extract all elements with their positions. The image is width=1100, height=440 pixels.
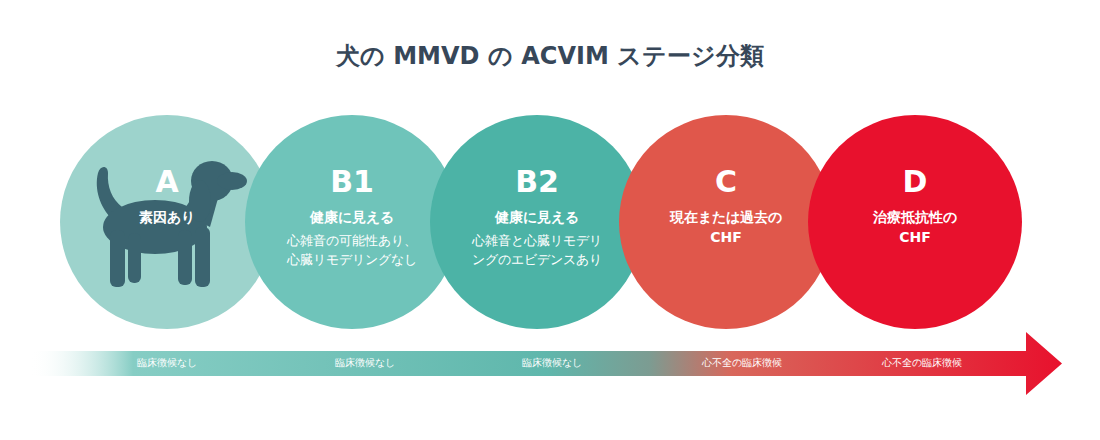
stage-letter: D <box>903 165 928 199</box>
stage-sign-label: 臨床徴候なし <box>137 356 197 370</box>
circle-fill <box>245 115 459 329</box>
stage-heading: 素因あり <box>92 207 242 227</box>
diagram-title: 犬の MMVD の ACVIM ステージ分類 <box>0 40 1100 72</box>
stage-letter: B1 <box>330 165 374 199</box>
stage-circle: D 治療抵抗性の CHF <box>808 115 1022 329</box>
stage-heading: 健康に見える <box>462 207 612 227</box>
circle-fill <box>619 115 833 329</box>
circle-content: B2 健康に見える心雑音と心臓リモデリングのエビデンスあり <box>430 115 644 269</box>
stage-circle: C 現在または過去の CHF <box>619 115 833 329</box>
circle-fill <box>430 115 644 329</box>
stage-description: 心雑音の可能性あり、心臓リモデリングなし <box>285 231 420 269</box>
circle-content: D 治療抵抗性の CHF <box>808 115 1022 247</box>
stage-circle: A 素因あり <box>60 115 274 329</box>
stage-sign-label: 臨床徴候なし <box>522 356 582 370</box>
stage-letter: B2 <box>515 165 559 199</box>
stage-heading: 治療抵抗性の CHF <box>865 207 965 247</box>
stage-letter: A <box>155 165 178 199</box>
stage-circle: B1 健康に見える心雑音の可能性あり、心臓リモデリングなし <box>245 115 459 329</box>
stage-letter: C <box>715 165 737 199</box>
stage-description: 心雑音と心臓リモデリングのエビデンスあり <box>470 231 605 269</box>
stage-sign-label: 心不全の臨床徴候 <box>702 356 782 370</box>
stage-sign-label: 臨床徴候なし <box>335 356 395 370</box>
circle-content: B1 健康に見える心雑音の可能性あり、心臓リモデリングなし <box>245 115 459 269</box>
circle-fill <box>808 115 1022 329</box>
stage-circle: B2 健康に見える心雑音と心臓リモデリングのエビデンスあり <box>430 115 644 329</box>
circle-content: A 素因あり <box>60 115 274 227</box>
stage-heading: 健康に見える <box>277 207 427 227</box>
arrow-bar <box>30 332 1062 395</box>
circle-content: C 現在または過去の CHF <box>619 115 833 247</box>
stage-heading: 現在または過去の CHF <box>664 207 789 247</box>
stage-sign-label: 心不全の臨床徴候 <box>882 356 962 370</box>
circle-fill <box>60 115 274 329</box>
